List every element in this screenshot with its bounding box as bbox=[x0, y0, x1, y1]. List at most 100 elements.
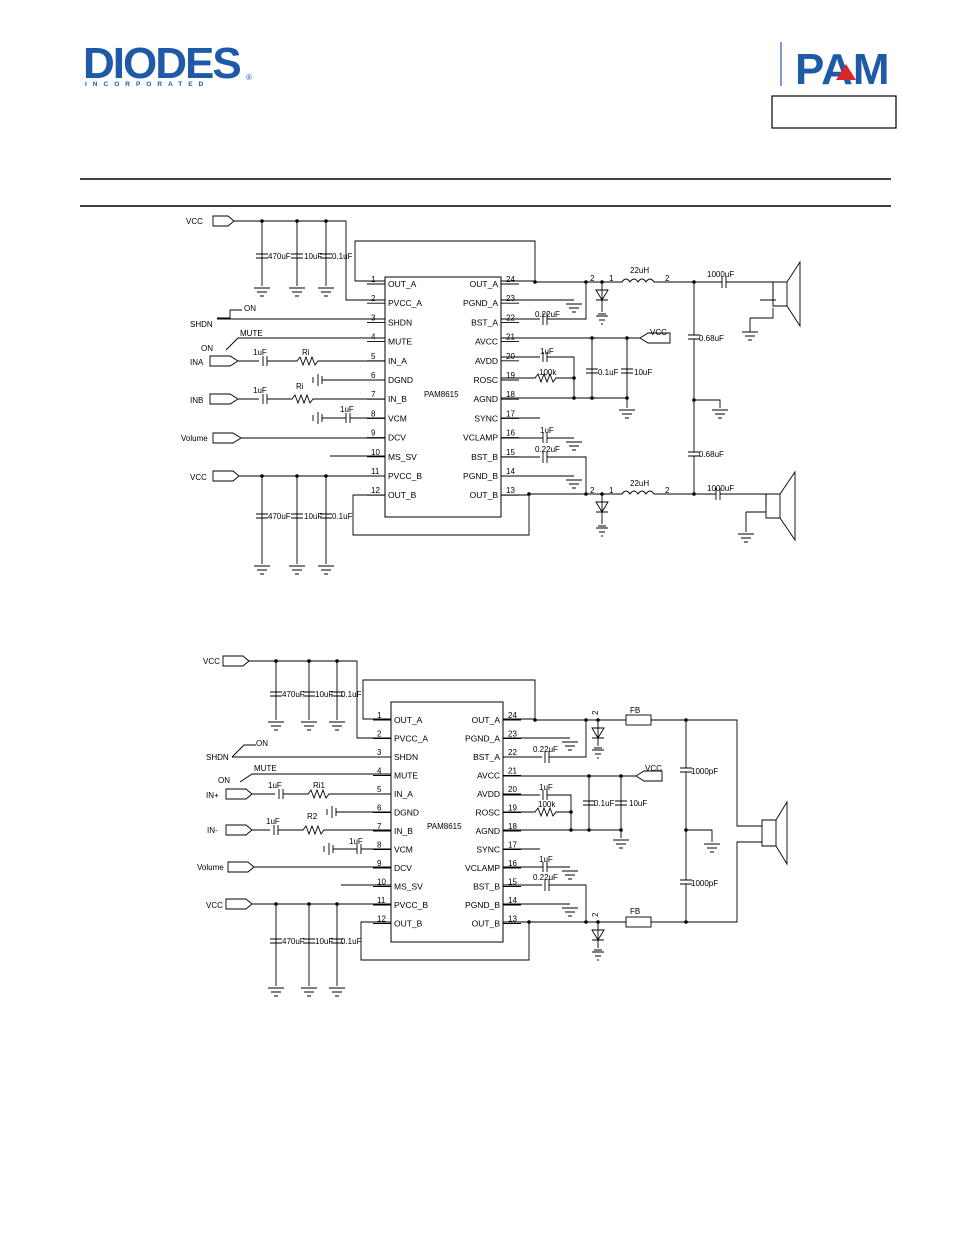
pin-name-right-1: AGND bbox=[473, 394, 498, 404]
pin-name-left-2: DGND bbox=[394, 808, 419, 818]
ri-a-label-1: Ri bbox=[302, 348, 310, 357]
pin-number-right-2: 13 bbox=[508, 915, 517, 924]
pin-name-right-2: BST_B bbox=[473, 882, 500, 892]
speaker-b-1 bbox=[765, 470, 796, 542]
cap-470-b-label-2: 470uF bbox=[282, 937, 305, 946]
pin-name-left-1: PVCC_B bbox=[388, 471, 422, 481]
pin-name-left-2: OUT_A bbox=[394, 715, 423, 725]
pin-name-right-2: ROSC bbox=[475, 808, 500, 818]
pam-logo-triangle bbox=[836, 64, 856, 80]
diodes-logo: DIODES INCORPORATED ® bbox=[83, 39, 252, 88]
volume-label-1: Volume bbox=[181, 434, 208, 443]
pin-name-right-1: ROSC bbox=[473, 375, 498, 385]
pin-name-right-1: VCLAMP bbox=[463, 433, 498, 443]
volume-port-1 bbox=[212, 432, 242, 444]
cap-01-label-2: 0.1uF bbox=[341, 690, 362, 699]
pin-number-right-1: 21 bbox=[506, 333, 515, 342]
pin-name-left-2: MUTE bbox=[394, 771, 418, 781]
pin-name-right-1: AVCC bbox=[475, 337, 498, 347]
pin-number-right-2: 17 bbox=[508, 841, 517, 850]
cap-10-label-1: 10uF bbox=[304, 252, 322, 261]
pin-name-left-1: VCM bbox=[388, 413, 407, 423]
ind-pin2-b-label-1: 2 bbox=[665, 486, 670, 495]
pam-logo: PAM bbox=[780, 42, 890, 94]
cap-1u-vclamp-label-2: 1uF bbox=[539, 855, 553, 864]
pin-name-left-1: OUT_B bbox=[388, 490, 417, 500]
cap-1u-inb-label-1: 1uF bbox=[253, 386, 267, 395]
pin-number-left-2: 5 bbox=[377, 785, 382, 794]
pin-number-left-2: 10 bbox=[377, 878, 386, 887]
pin-number-left-2: 11 bbox=[377, 896, 386, 905]
vcc-b-port-1 bbox=[212, 470, 240, 482]
volume-label-2: Volume bbox=[197, 863, 224, 872]
avcc-vcc-label-1: VCC bbox=[650, 328, 667, 337]
diode-pin2-b-label-2: 2 bbox=[591, 912, 600, 917]
pin-name-right-1: OUT_A bbox=[470, 279, 499, 289]
pin-name-right-1: BST_A bbox=[471, 317, 498, 327]
pin-name-right-1: AVDD bbox=[475, 356, 498, 366]
pin-number-right-1: 23 bbox=[506, 294, 515, 303]
pin-number-left-2: 12 bbox=[377, 915, 386, 924]
pin-name-left-1: IN_A bbox=[388, 356, 407, 366]
ind-pin1-b-label-1: 1 bbox=[609, 486, 614, 495]
pin-name-right-2: BST_A bbox=[473, 752, 500, 762]
mute-label-1: MUTE bbox=[240, 329, 263, 338]
pin-number-left-1: 9 bbox=[371, 429, 376, 438]
pin-name-right-2: AVDD bbox=[477, 789, 500, 799]
pin-number-left-1: 7 bbox=[371, 390, 376, 399]
vcc-port-1 bbox=[212, 215, 235, 227]
cap-out-b-label-1: 1000uF bbox=[707, 484, 734, 493]
inductor-b-label-1: 22uH bbox=[630, 479, 649, 488]
pin-number-left-1: 10 bbox=[371, 448, 380, 457]
pin-number-right-2: 22 bbox=[508, 748, 517, 757]
cap-10-label-2: 10uF bbox=[315, 690, 333, 699]
pin-name-left-1: DCV bbox=[388, 433, 406, 443]
res-100k-label-2: 100k bbox=[538, 800, 556, 809]
part-number-box bbox=[771, 95, 897, 129]
pin-number-left-1: 12 bbox=[371, 486, 380, 495]
cap-1u-vcm-label-2: 1uF bbox=[349, 837, 363, 846]
in-plus-label-2: IN+ bbox=[206, 791, 219, 800]
pin-number-right-2: 24 bbox=[508, 711, 517, 720]
pin-name-left-2: OUT_B bbox=[394, 919, 423, 929]
cap-01-label-1: 0.1uF bbox=[332, 252, 353, 261]
pin-number-left-2: 6 bbox=[377, 804, 382, 813]
vcc-label-2: VCC bbox=[203, 657, 220, 666]
cap-1u-inp-label-2: 1uF bbox=[268, 781, 282, 790]
pin-name-left-2: PVCC_B bbox=[394, 900, 428, 910]
pin-name-right-2: VCLAMP bbox=[465, 863, 500, 873]
pin-number-left-2: 1 bbox=[377, 711, 382, 720]
pin-number-right-2: 14 bbox=[508, 896, 517, 905]
cap-022-b-label-2: 0.22uF bbox=[533, 873, 558, 882]
pin-number-right-2: 16 bbox=[508, 859, 517, 868]
pin-number-right-1: 19 bbox=[506, 371, 515, 380]
ri1-label-2: Ri1 bbox=[313, 781, 326, 790]
inb-port-1 bbox=[209, 393, 239, 405]
chip-label-1: PAM8615 bbox=[424, 390, 459, 399]
ina-port-1 bbox=[209, 355, 239, 367]
cap-01-b-label-1: 0.1uF bbox=[332, 512, 353, 521]
speaker-a-1 bbox=[772, 260, 801, 328]
cap-068-b-label-1: 0.68uF bbox=[699, 450, 724, 459]
pin-name-right-1: PGND_B bbox=[463, 471, 498, 481]
pin-number-left-1: 4 bbox=[371, 333, 376, 342]
cap-01-avdd-label-1: 0.1uF bbox=[598, 368, 619, 377]
in-minus-label-2: IN- bbox=[207, 826, 218, 835]
pam-logo-text: PAM bbox=[795, 45, 890, 94]
pin-name-right-1: SYNC bbox=[474, 413, 498, 423]
cap-470-label-2: 470uF bbox=[282, 690, 305, 699]
vcc-label-1: VCC bbox=[186, 217, 203, 226]
pin-number-left-2: 2 bbox=[377, 730, 382, 739]
cap-1u-vclamp-label-1: 1uF bbox=[540, 426, 554, 435]
diode-pin2-b-label-1: 2 bbox=[590, 486, 595, 495]
pin-number-right-2: 18 bbox=[508, 822, 517, 831]
pin-number-left-2: 8 bbox=[377, 841, 382, 850]
cap-1000p-a-label-2: 1000pF bbox=[691, 767, 718, 776]
pin-number-left-1: 11 bbox=[371, 467, 380, 476]
pin-name-left-2: PVCC_A bbox=[394, 734, 428, 744]
